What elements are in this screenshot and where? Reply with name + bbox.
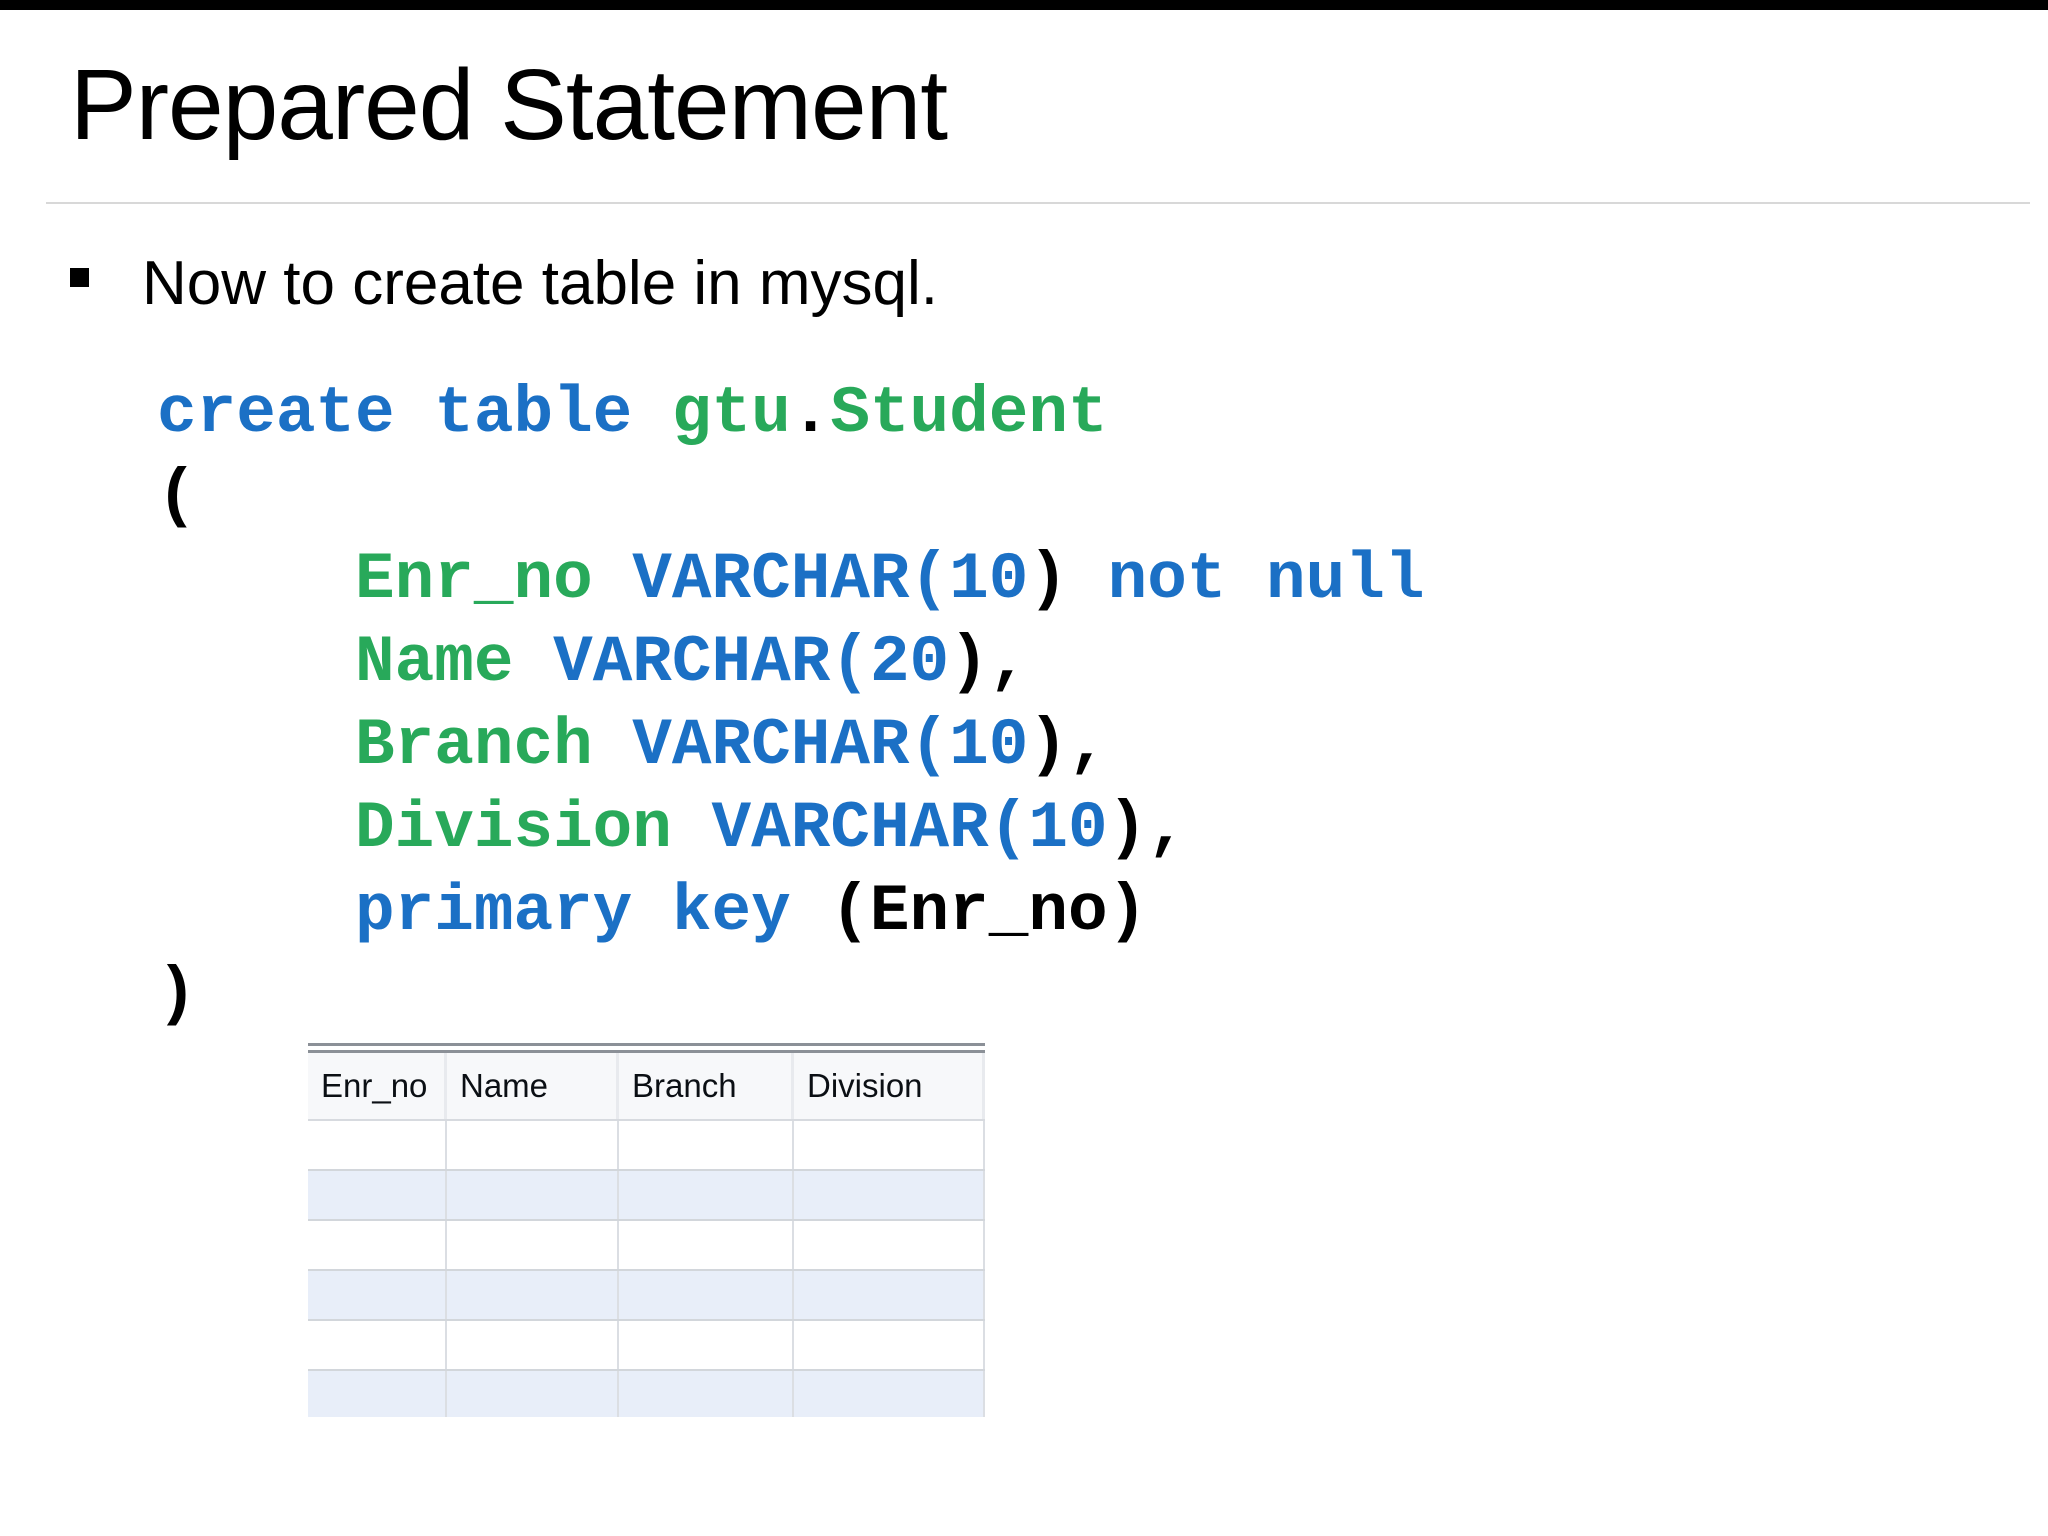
code-token-plain: ( [157, 459, 197, 534]
code-token-plain [157, 708, 355, 783]
code-token-identifier: Branch [355, 708, 593, 783]
code-token-identifier: Name [355, 625, 514, 700]
code-token-identifier: Division [355, 791, 672, 866]
table-cell [619, 1271, 794, 1319]
code-token-plain [513, 625, 553, 700]
bullet-text: Now to create table in mysql. [142, 249, 939, 318]
title-divider [46, 202, 2030, 204]
table-cell [308, 1171, 447, 1219]
table-cell [794, 1221, 985, 1269]
table-cell [447, 1221, 619, 1269]
table-row [308, 1371, 985, 1417]
table-cell [619, 1221, 794, 1269]
code-token-keyword: VARCHAR(10 [632, 542, 1029, 617]
code-token-plain [157, 625, 355, 700]
table-cell [794, 1171, 985, 1219]
table-cell [308, 1221, 447, 1269]
code-token-keyword: not null [1107, 542, 1425, 617]
table-cell [619, 1371, 794, 1417]
table-cell [619, 1171, 794, 1219]
table-cell [308, 1321, 447, 1369]
table-cell [447, 1321, 619, 1369]
code-line: create table gtu.Student [157, 372, 1424, 455]
table-header-cell: Branch [619, 1053, 794, 1119]
code-line: Division VARCHAR(10), [157, 787, 1424, 870]
code-token-plain: . [790, 376, 831, 451]
code-line: ( [157, 455, 1424, 538]
table-top-border-gap [308, 1046, 985, 1050]
table-cell [619, 1321, 794, 1369]
table-row [308, 1221, 985, 1271]
table-header-cell: Name [447, 1053, 619, 1119]
sql-code-block: create table gtu.Student( Enr_no VARCHAR… [157, 372, 1424, 1036]
code-token-keyword: VARCHAR(10 [632, 708, 1029, 783]
code-token-plain: ) [1028, 542, 1108, 617]
code-token-identifier: Student [830, 376, 1108, 451]
code-line: primary key (Enr_no) [157, 870, 1424, 953]
code-token-keyword: VARCHAR(10 [711, 791, 1108, 866]
table-cell [794, 1321, 985, 1369]
code-token-plain: ), [949, 625, 1029, 700]
code-token-plain [157, 542, 355, 617]
bullet-square-icon [70, 268, 89, 287]
table-cell [794, 1271, 985, 1319]
code-line: ) [157, 953, 1424, 1036]
table-cell [447, 1121, 619, 1169]
table-cell [447, 1371, 619, 1417]
code-token-plain: (Enr_no) [790, 874, 1148, 949]
code-token-identifier: Enr_no [355, 542, 593, 617]
table-cell [447, 1271, 619, 1319]
code-token-plain: ), [1107, 791, 1187, 866]
code-token-plain: ) [157, 957, 197, 1032]
table-cell [447, 1171, 619, 1219]
table-row [308, 1271, 985, 1321]
code-token-keyword: create table [157, 376, 672, 451]
table-row [308, 1121, 985, 1171]
code-line: Branch VARCHAR(10), [157, 704, 1424, 787]
code-token-plain [157, 874, 355, 949]
table-top-border-line [308, 1050, 985, 1053]
table-header-cell: Division [794, 1053, 985, 1119]
letterbox-top-bar [0, 0, 2048, 10]
code-line: Name VARCHAR(20), [157, 621, 1424, 704]
table-cell [619, 1121, 794, 1169]
table-top-border-line [308, 1043, 985, 1046]
code-token-identifier: gtu [671, 376, 791, 451]
table-cell [794, 1371, 985, 1417]
code-token-plain [593, 542, 633, 617]
code-token-plain [672, 791, 712, 866]
code-token-plain: ), [1028, 708, 1108, 783]
table-body [308, 1121, 985, 1417]
table-cell [308, 1271, 447, 1319]
code-token-keyword: primary key [355, 874, 791, 949]
table-row [308, 1171, 985, 1221]
table-header-cell: Enr_no [308, 1053, 447, 1119]
table-cell [308, 1371, 447, 1417]
code-token-plain [157, 791, 355, 866]
table-cell [308, 1121, 447, 1169]
code-token-keyword: VARCHAR(20 [553, 625, 950, 700]
table-row [308, 1321, 985, 1371]
page-title: Prepared Statement [70, 49, 948, 161]
code-line: Enr_no VARCHAR(10) not null [157, 538, 1424, 621]
table-cell [794, 1121, 985, 1169]
code-token-plain [593, 708, 633, 783]
